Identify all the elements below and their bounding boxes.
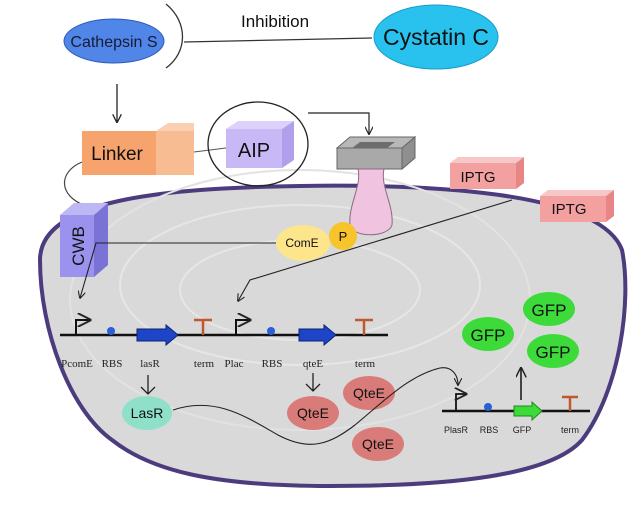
aip-to-receptor-arrow: [308, 112, 369, 134]
linker-block-top: [156, 123, 194, 131]
inhibition-label: Inhibition: [241, 12, 309, 31]
terminator-2: [355, 318, 373, 335]
iptg-side-1: [516, 157, 524, 189]
linker-block: [82, 131, 156, 175]
receptor-stalk: [349, 168, 393, 236]
rbs-3: [484, 403, 492, 411]
iptg-top-1: [450, 157, 524, 163]
gfp-protein-3: [527, 334, 579, 368]
iptg-to-plac-arrow: [238, 199, 513, 301]
lasr-expression-arrow: [140, 375, 156, 395]
promoter-pcome: [75, 320, 90, 335]
inhibition-line: [183, 37, 373, 43]
label-pcome: PcomE: [61, 358, 93, 370]
gfp-protein-label-2: GFP: [471, 326, 506, 345]
linker-aip-bond: [193, 147, 227, 153]
qtee-protein-label-3: QteE: [362, 436, 394, 452]
label-rbs-1: RBS: [102, 358, 123, 370]
iptg-label-1: IPTG: [460, 169, 495, 186]
gfp-protein-label-3: GFP: [536, 343, 571, 362]
receptor-head: [336, 147, 403, 170]
qtee-protein-label-1: QteE: [297, 405, 329, 421]
come-node: [276, 225, 330, 261]
lasr-to-plasr-arrow: [172, 367, 458, 445]
terminator-3: [562, 395, 578, 411]
label-rbs-3: RBS: [480, 425, 499, 435]
label-gfp-gene: GFP: [513, 425, 532, 435]
come-to-pcome-arrow: [80, 242, 276, 298]
iptg-box-1: [450, 163, 516, 189]
gfp-protein-2: [462, 317, 514, 351]
cathepsin-s-node: [63, 18, 165, 64]
lasr-protein: [122, 396, 172, 430]
aip-cube: [226, 129, 282, 168]
cds-qtee: [298, 323, 337, 347]
qtee-protein-label-2: QteE: [353, 385, 385, 401]
linker-to-cwb-bond: [63, 161, 87, 207]
phosphate-label: P: [339, 229, 348, 244]
cwb-cube: [60, 215, 94, 277]
qtee-expression-arrow: [305, 373, 321, 392]
iptg-label-2: IPTG: [551, 201, 586, 218]
aip-cube-top: [226, 121, 294, 129]
aip-enclosure: [207, 101, 309, 187]
aip-cube-side: [282, 121, 294, 168]
iptg-side-2: [606, 190, 614, 222]
gfp-protein-1: [523, 292, 575, 326]
iptg-box-2: [540, 196, 606, 222]
cystatin-c-node: [373, 4, 499, 70]
linker-block-end: [156, 131, 194, 175]
rbs-2: [267, 327, 275, 335]
cathepsin-s-label: Cathepsin S: [70, 34, 157, 51]
gfp-protein-label-1: GFP: [532, 301, 567, 320]
aip-label: AIP: [238, 140, 270, 162]
linker-label: Linker: [91, 144, 143, 165]
phosphate-node: [329, 222, 357, 250]
come-label: ComE: [285, 236, 318, 250]
label-lasr-gene: lasR: [140, 358, 160, 370]
qtee-protein-1: [287, 396, 339, 430]
cell-ring: [119, 204, 481, 366]
cwb-cube-side: [94, 203, 108, 277]
cwb-label: CWB: [69, 226, 88, 266]
promoter-plac: [235, 320, 250, 335]
label-plasr: PlasR: [444, 425, 469, 435]
label-rbs-2: RBS: [262, 358, 283, 370]
label-qtee-gene: qteE: [303, 358, 323, 370]
cwb-cube-top: [60, 203, 108, 215]
terminator-1: [194, 318, 212, 335]
cds-lasr: [136, 323, 179, 347]
label-term-3: term: [561, 425, 579, 435]
receptor-pocket: [352, 142, 395, 148]
rbs-1: [107, 327, 115, 335]
cystatin-c-label: Cystatin C: [383, 24, 489, 50]
lasr-protein-label: LasR: [131, 405, 164, 421]
qtee-protein-3: [352, 427, 404, 461]
iptg-top-2: [540, 190, 614, 196]
cds-gfp: [513, 400, 543, 422]
cathepsin-bracket: [165, 3, 184, 69]
label-term-2: term: [355, 358, 376, 370]
label-plac: Plac: [225, 358, 244, 370]
label-term-1: term: [194, 358, 215, 370]
promoter-plasr: [456, 394, 466, 411]
